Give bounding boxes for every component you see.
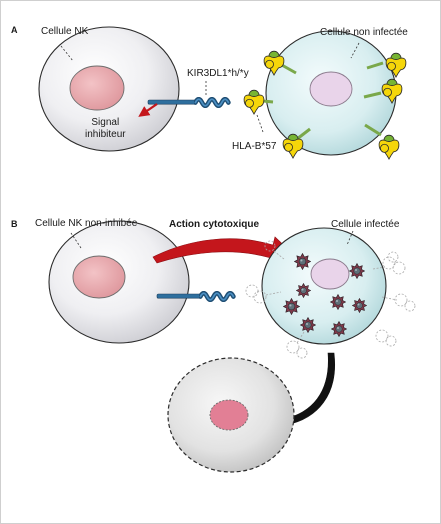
hla-molecules-a bbox=[243, 50, 407, 160]
nk-nucleus-a bbox=[69, 65, 125, 111]
panel-b bbox=[48, 220, 416, 473]
nk-cell-label-a: Cellule NK bbox=[41, 26, 89, 37]
panel-a-letter: A bbox=[11, 25, 18, 35]
receptor-label-a: KIR3DL1*h/*y bbox=[187, 68, 249, 79]
leader-target-a bbox=[350, 42, 360, 59]
infected-cell-label-b: Cellule infectée bbox=[331, 219, 400, 230]
infected-nucleus-b bbox=[310, 258, 350, 290]
nk-cell-label-b: Cellule NK non-inhibée bbox=[35, 218, 138, 229]
panel-b-letter: B bbox=[11, 219, 18, 229]
dead-nucleus-b bbox=[209, 399, 249, 431]
target-nucleus-a bbox=[309, 71, 353, 107]
leader-hla-a bbox=[256, 114, 264, 133]
hla-label-a: HLA-B*57 bbox=[232, 141, 277, 152]
leader-nk-a bbox=[60, 45, 74, 62]
nk-nucleus-b bbox=[72, 255, 126, 299]
signal-arrow-a bbox=[138, 103, 158, 117]
signal-label-a: Signal inhibiteur bbox=[85, 117, 126, 140]
target-cell-label-a: Cellule non infectée bbox=[320, 27, 408, 38]
panel-a bbox=[38, 26, 407, 160]
leader-nk-b bbox=[70, 232, 82, 249]
ghost-hla-b bbox=[245, 240, 416, 359]
kir-receptor-a bbox=[147, 99, 228, 106]
cytotoxic-action-label-b: Action cytotoxique bbox=[169, 219, 260, 230]
leader-infected-b bbox=[346, 230, 354, 246]
kir-receptor-b bbox=[156, 293, 233, 300]
